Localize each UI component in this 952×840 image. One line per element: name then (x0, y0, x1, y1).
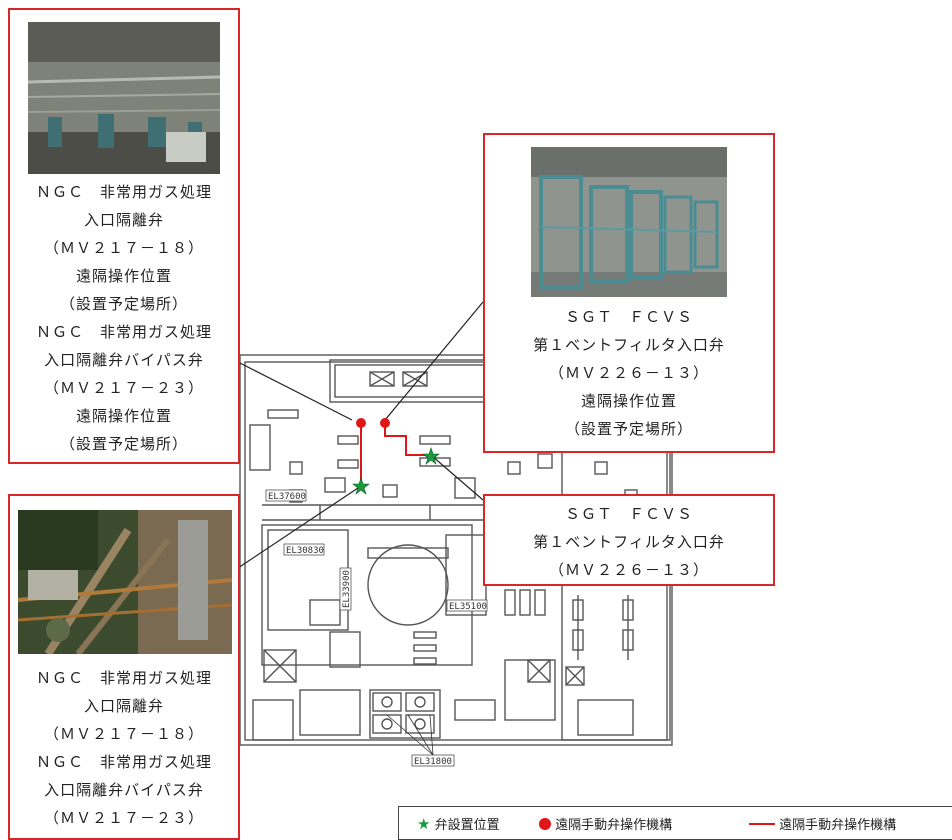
callout-line: 入口隔離弁バイパス弁 (44, 781, 204, 799)
elevation-label-30830: EL30830 (286, 546, 324, 556)
valve-location-star-1 (352, 477, 370, 495)
callout-line: 入口隔離弁 (83, 697, 164, 715)
callout-line: （ＭＶ２１７－１８） (43, 725, 204, 743)
red-dot-icon (539, 818, 551, 830)
callout-line: ＮＧＣ 非常用ガス処理 (35, 753, 212, 771)
elevation-label-35100: EL35100 (449, 602, 487, 612)
callout-ngc-remote-position: ＮＧＣ 非常用ガス処理 入口隔離弁 （ＭＶ２１７－１８） 遠隔操作位置 （設置予… (8, 8, 240, 464)
callout-line: 第１ベントフィルタ入口弁 (533, 336, 725, 354)
legend-item-remote-mechanism-line: 遠隔手動弁操作機構 (749, 814, 896, 833)
photo-ngc-remote-position (28, 22, 220, 174)
legend-label-remote-mechanism-line: 遠隔手動弁操作機構 (779, 818, 897, 833)
callout-sgt-fcvs-valve: ＳＧＴ ＦＣＶＳ 第１ベントフィルタ入口弁 （ＭＶ２２６－１３） (483, 494, 775, 586)
callout-line: （設置予定場所） (59, 295, 188, 313)
callout-sgt-fcvs-remote-position: ＳＧＴ ＦＣＶＳ 第１ベントフィルタ入口弁 （ＭＶ２２６－１３） 遠隔操作位置 … (483, 133, 775, 453)
legend-item-valve-location: ★ 弁設置位置 (417, 814, 500, 833)
callout-line: 入口隔離弁 (83, 211, 164, 229)
callout-line: ＳＧＴ ＦＣＶＳ (564, 505, 693, 523)
callout-line: （設置予定場所） (564, 420, 693, 438)
elevation-label-31800: EL31800 (414, 757, 452, 767)
legend-item-remote-mechanism: 遠隔手動弁操作機構 (539, 814, 672, 833)
legend-label-remote-mechanism: 遠隔手動弁操作機構 (555, 818, 673, 833)
callout-line: （ＭＶ２１７－１８） (43, 239, 204, 257)
callout-line: （ＭＶ２２６－１３） (548, 364, 709, 382)
remote-mechanism-point-1 (356, 418, 366, 428)
legend: ★ 弁設置位置 遠隔手動弁操作機構 遠隔手動弁操作機構 (398, 806, 952, 840)
callout-line: ＳＧＴ ＦＣＶＳ (564, 308, 693, 326)
elevation-tags (265, 489, 488, 767)
callout-ngc-valve: ＮＧＣ 非常用ガス処理 入口隔離弁 （ＭＶ２１７－１８） ＮＧＣ 非常用ガス処理… (8, 494, 240, 840)
callout-line: （設置予定場所） (59, 435, 188, 453)
callout-line: ＮＧＣ 非常用ガス処理 (35, 323, 212, 341)
callout-line: 入口隔離弁バイパス弁 (44, 351, 204, 369)
callout-line: ＮＧＣ 非常用ガス処理 (35, 669, 212, 687)
callout-line: 第１ベントフィルタ入口弁 (533, 533, 725, 551)
callout-line: ＮＧＣ 非常用ガス処理 (35, 183, 212, 201)
callout-line: （ＭＶ２１７－２３） (43, 379, 204, 397)
callout-line: 遠隔操作位置 (580, 392, 677, 410)
callout-ngc-valve-text: ＮＧＣ 非常用ガス処理 入口隔離弁 （ＭＶ２１７－１８） ＮＧＣ 非常用ガス処理… (10, 664, 238, 832)
callout-sgt-fcvs-remote-position-text: ＳＧＴ ＦＣＶＳ 第１ベントフィルタ入口弁 （ＭＶ２２６－１３） 遠隔操作位置 … (485, 303, 773, 443)
photo-ngc-valve (18, 510, 232, 654)
green-star-icon: ★ (417, 815, 431, 833)
elevation-label-37600: EL37600 (268, 492, 306, 502)
photo-sgt-fcvs-remote-position (531, 147, 727, 297)
red-line-icon (749, 823, 775, 825)
remote-mechanism-point-2 (380, 418, 390, 428)
callout-sgt-fcvs-valve-text: ＳＧＴ ＦＣＶＳ 第１ベントフィルタ入口弁 （ＭＶ２２６－１３） (485, 500, 773, 584)
leader-lines (237, 301, 484, 569)
valve-location-star-2 (422, 447, 440, 465)
callout-ngc-remote-position-text: ＮＧＣ 非常用ガス処理 入口隔離弁 （ＭＶ２１７－１８） 遠隔操作位置 （設置予… (10, 178, 238, 458)
callout-line: （ＭＶ２１７－２３） (43, 809, 204, 827)
elevation-label-33900: EL33900 (342, 570, 352, 608)
remote-mechanism-lines (360, 423, 431, 484)
callout-line: （ＭＶ２２６－１３） (548, 561, 709, 579)
callout-line: 遠隔操作位置 (75, 267, 172, 285)
callout-line: 遠隔操作位置 (75, 407, 172, 425)
legend-label-valve-location: 弁設置位置 (434, 818, 500, 833)
el31800-pointer-lines (386, 714, 434, 756)
